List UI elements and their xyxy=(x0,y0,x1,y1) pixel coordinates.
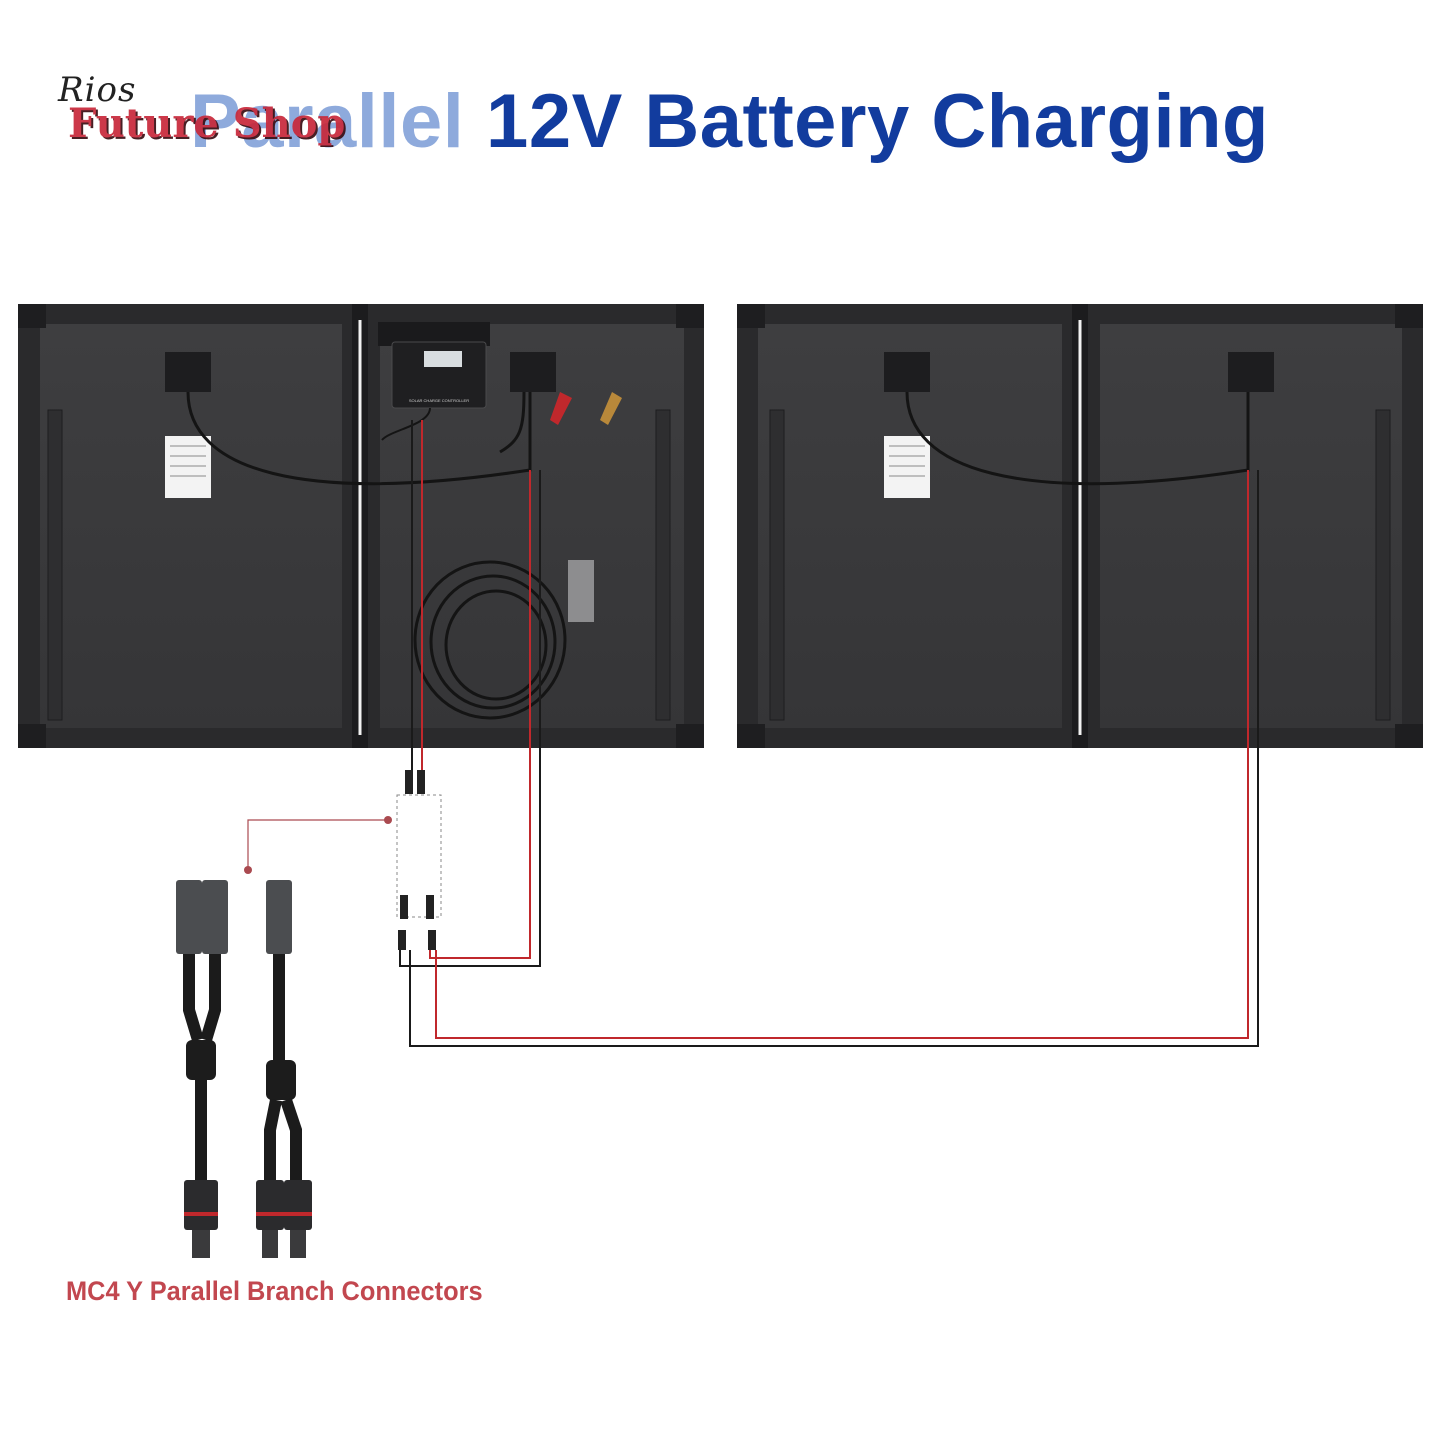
title-battery-charging: 12V Battery Charging xyxy=(486,79,1269,164)
anderson-plug xyxy=(568,560,594,622)
red-clamp xyxy=(550,392,572,425)
controller-label: SOLAR CHARGE CONTROLLER xyxy=(409,398,469,403)
branch-highlight-box xyxy=(396,794,442,918)
connector-caption: MC4 Y Parallel Branch Connectors xyxy=(66,1276,483,1306)
watermark-main: Future Shop xyxy=(68,100,346,147)
solar-panel-kit-left: SOLAR CHARGE CONTROLLER xyxy=(18,304,704,748)
junction-box-3 xyxy=(884,352,930,392)
junction-box-4 xyxy=(1228,352,1274,392)
parallel-wiring xyxy=(244,420,1259,1047)
spec-label-1 xyxy=(165,436,211,498)
charge-controller xyxy=(391,341,487,409)
junction-box-1 xyxy=(165,352,211,392)
callout-line xyxy=(247,819,388,870)
coiled-cable xyxy=(413,560,567,720)
spec-label-2 xyxy=(884,436,930,498)
y-branch-connector-right xyxy=(256,880,312,1258)
solar-panel-kit-right xyxy=(737,304,1423,748)
title-parallel: Parallel xyxy=(190,79,465,164)
black-clamp xyxy=(600,392,622,425)
y-branch-connector-left xyxy=(176,880,228,1258)
page-title: Parallel 12V Battery Charging xyxy=(190,74,1269,170)
controller-screen xyxy=(424,351,462,367)
watermark-script: Rios xyxy=(58,70,137,110)
watermark-logo: Rios Future Shop xyxy=(58,70,418,160)
junction-box-2 xyxy=(510,352,556,392)
